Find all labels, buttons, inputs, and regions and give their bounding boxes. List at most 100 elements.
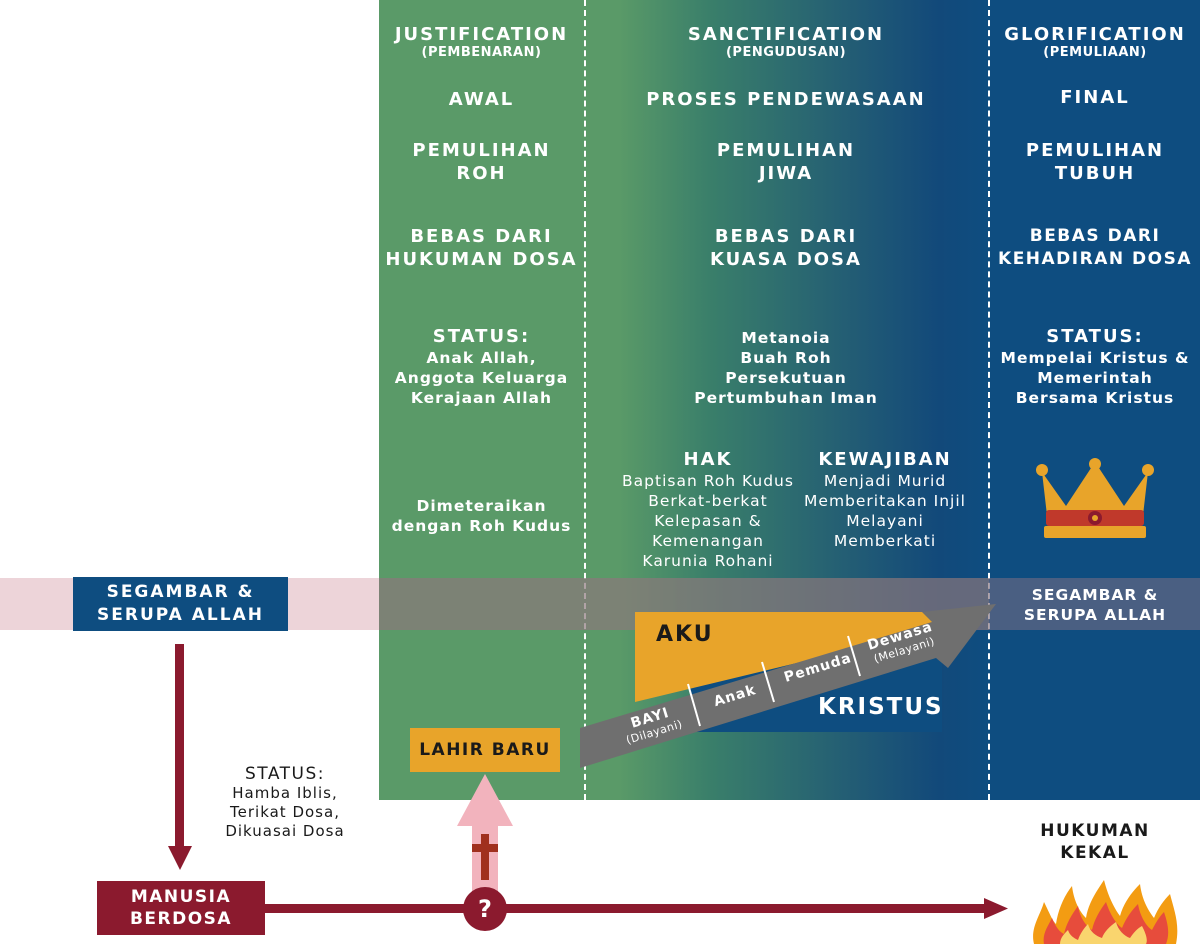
glorification-status-label: STATUS:: [1046, 326, 1144, 347]
sanctification-rights: HAK Baptisan Roh Kudus Berkat-berkat Kel…: [608, 448, 808, 571]
sanctification-subtitle: (PENGUDUSAN): [725, 45, 847, 60]
justification-restoration-line: ROH: [456, 163, 507, 184]
sanctification-title: SANCTIFICATION: [687, 24, 885, 45]
justification-status: STATUS: Anak Allah, Anggota Keluarga Ker…: [379, 325, 584, 408]
question-icon: ?: [463, 887, 507, 931]
sanctification-freedom: BEBAS DARI KUASA DOSA: [586, 225, 986, 271]
glorification-status-line: Mempelai Kristus &: [1000, 349, 1190, 367]
justification-stage: AWAL: [448, 89, 515, 110]
stage-divider: [687, 683, 701, 727]
divider-justification-sanctification: [584, 0, 586, 800]
sinful-man-box: MANUSIA BERDOSA: [97, 881, 265, 935]
rights-item: Karunia Rohani: [642, 552, 774, 570]
glorification-freedom-line: BEBAS DARI: [1029, 226, 1161, 246]
new-birth-box: LAHIR BARU: [410, 728, 560, 772]
justification-sealed-line: Dimeteraikan: [416, 497, 547, 515]
glorification-freedom-line: KEHADIRAN DOSA: [998, 249, 1192, 269]
sinful-status-line: Hamba Iblis,: [232, 784, 338, 802]
image-of-god-line: SEGAMBAR &: [106, 582, 255, 602]
rights-title: HAK: [683, 449, 733, 470]
sinful-status-line: Dikuasai Dosa: [225, 822, 345, 840]
self-label: AKU: [656, 622, 714, 647]
rights-item: Baptisan Roh Kudus: [622, 472, 794, 490]
sanctification-restoration-line: JIWA: [758, 163, 814, 184]
stage-divider: [847, 635, 861, 677]
fall-arrow: [168, 644, 192, 870]
sanctification-growth-line: Pertumbuhan Iman: [694, 389, 878, 407]
christ-label: KRISTUS: [818, 694, 944, 720]
rights-item: Kelepasan &: [654, 512, 762, 530]
duties-item: Memberkati: [833, 532, 937, 550]
sanctification-restoration-line: PEMULIHAN: [716, 140, 856, 161]
justification-freedom-line: HUKUMAN DOSA: [385, 249, 578, 270]
glorification-restoration-line: PEMULIHAN: [1025, 140, 1165, 161]
image-band-glory: [989, 578, 1200, 630]
self-block: [635, 612, 942, 702]
duties-item: Melayani: [846, 512, 924, 530]
justification-freedom: BEBAS DARI HUKUMAN DOSA: [379, 225, 584, 271]
image-of-god-line: SERUPA ALLAH: [97, 605, 264, 625]
duties-item: Menjadi Murid: [823, 472, 947, 490]
justification-status-line: Anggota Keluarga: [394, 369, 569, 387]
sanctification-growth: Metanoia Buah Roh Persekutuan Pertumbuha…: [586, 328, 986, 408]
eternal-punishment-line: KEKAL: [1060, 843, 1130, 863]
justification-status-label: STATUS:: [432, 326, 531, 347]
sanctification-duties: KEWAJIBAN Menjadi Murid Memberitakan Inj…: [796, 448, 974, 551]
glorification-image-line: SERUPA ALLAH: [1023, 606, 1167, 624]
glorification-status: STATUS: Mempelai Kristus & Memerintah Be…: [990, 325, 1200, 408]
sinful-status-line: Terikat Dosa,: [230, 803, 340, 821]
glorification-restoration-line: TUBUH: [1054, 163, 1136, 184]
fire-icon: [1033, 880, 1178, 944]
glorification-status-line: Bersama Kristus: [1015, 389, 1175, 407]
sinful-status: STATUS: Hamba Iblis, Terikat Dosa, Dikua…: [210, 764, 360, 841]
rights-item: Berkat-berkat: [648, 492, 768, 510]
sanctification-growth-line: Buah Roh: [740, 349, 832, 367]
justification-sealed-line: dengan Roh Kudus: [391, 517, 572, 535]
new-birth-label: LAHIR BARU: [419, 740, 551, 760]
glorification-subtitle: (PEMULIAAN): [1043, 45, 1147, 60]
sanctification-growth-line: Persekutuan: [725, 369, 847, 387]
sinful-man-text: MANUSIA BERDOSA: [130, 886, 232, 930]
glorification-stage: FINAL: [1060, 87, 1130, 108]
justification-restoration: PEMULIHAN ROH: [379, 139, 584, 185]
glorification-column: GLORIFICATION (PEMULIAAN): [990, 24, 1200, 60]
sanctification-freedom-line: KUASA DOSA: [710, 249, 862, 270]
sinful-man-line: BERDOSA: [129, 909, 233, 929]
path-to-punishment-arrow: [264, 898, 1008, 919]
sanctification-stage: PROSES PENDEWASAAN: [646, 89, 926, 110]
justification-restoration-line: PEMULIHAN: [412, 140, 551, 161]
duties-title: KEWAJIBAN: [818, 449, 952, 470]
eternal-punishment-line: HUKUMAN: [1040, 821, 1150, 841]
justification-status-line: Anak Allah,: [426, 349, 537, 367]
sanctification-restoration: PEMULIHAN JIWA: [586, 139, 986, 185]
eternal-punishment: HUKUMAN KEKAL: [1020, 820, 1170, 864]
crown-icon: [1036, 458, 1154, 538]
question-mark-text: ?: [478, 895, 492, 923]
growth-diagram: [580, 604, 996, 768]
duties-item: Memberitakan Injil: [804, 492, 966, 510]
glorification-image-line: SEGAMBAR &: [1031, 586, 1159, 604]
justification-freedom-line: BEBAS DARI: [410, 226, 553, 247]
growth-arrow: [580, 604, 996, 768]
cross-icon: [472, 834, 498, 880]
glorification-status-line: Memerintah: [1037, 369, 1153, 387]
image-of-god-box: SEGAMBAR & SERUPA ALLAH: [73, 577, 288, 631]
justification-title: JUSTIFICATION: [394, 24, 569, 45]
rights-item: Kemenangan: [652, 532, 764, 550]
glorification-image-label: SEGAMBAR & SERUPA ALLAH: [995, 585, 1195, 625]
justification-column: JUSTIFICATION (PEMBENARAN): [379, 24, 584, 60]
divider-sanctification-glorification: [988, 0, 990, 800]
glorification-freedom: BEBAS DARI KEHADIRAN DOSA: [990, 225, 1200, 271]
sinful-status-label: STATUS:: [244, 764, 325, 784]
glorification-title: GLORIFICATION: [1004, 24, 1186, 45]
sanctification-freedom-line: BEBAS DARI: [714, 226, 858, 247]
stage-divider: [761, 661, 775, 703]
justification-sealed: Dimeteraikan dengan Roh Kudus: [379, 496, 584, 536]
glorification-restoration: PEMULIHAN TUBUH: [990, 139, 1200, 185]
sinful-man-line: MANUSIA: [130, 887, 232, 907]
justification-subtitle: (PEMBENARAN): [421, 45, 542, 60]
justification-status-line: Kerajaan Allah: [410, 389, 553, 407]
salvation-arrow: [457, 774, 513, 892]
sanctification-column: SANCTIFICATION (PENGUDUSAN): [586, 24, 986, 60]
sanctification-growth-line: Metanoia: [741, 329, 831, 347]
